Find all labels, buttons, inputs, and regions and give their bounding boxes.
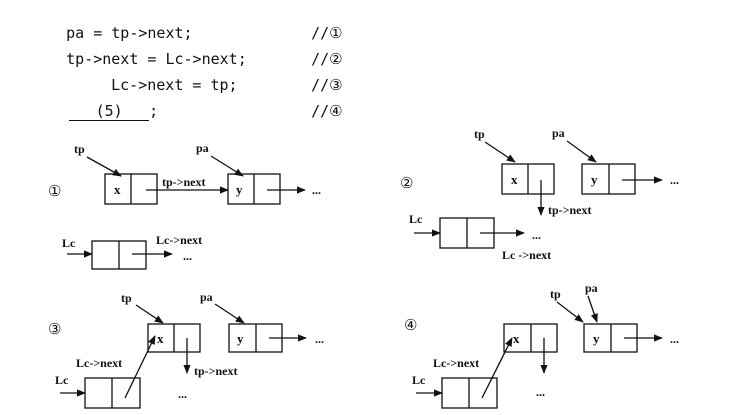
ellipsis: ... [183, 249, 192, 263]
node-y-value: y [591, 172, 598, 187]
diagram-step-1 [67, 155, 306, 270]
lc-next-arrow [124, 335, 156, 399]
code-text: tp->next = Lc->next; [66, 50, 247, 68]
step-number: ① [48, 184, 61, 200]
code-line-3: Lc->next = tp; [75, 58, 238, 112]
node-x-value: x [114, 182, 121, 197]
ellipsis: ... [312, 183, 321, 197]
step-number: ③ [48, 322, 61, 338]
pa-label: pa [585, 281, 598, 295]
step-number: ④ [404, 318, 417, 334]
tp-label: tp [550, 287, 561, 301]
diagram-step-2 [414, 140, 663, 249]
pa-label: pa [196, 141, 209, 155]
pa-pointer-arrow [566, 140, 597, 163]
tp-pointer-arrow [135, 304, 164, 324]
pa-pointer-arrow [214, 303, 245, 324]
code-comment: //④ [311, 102, 343, 120]
tp-next-label: tp->next [548, 203, 592, 217]
step-number: ② [400, 176, 413, 192]
lc-label: Lc [412, 373, 426, 387]
code-comment: //① [311, 24, 343, 42]
pa-pointer-arrow [210, 155, 244, 177]
code-comment: //② [311, 50, 343, 68]
tp-pointer-arrow [556, 301, 584, 323]
pa-label: pa [552, 126, 565, 140]
code-comment-3: //③ [275, 58, 343, 112]
tp-pointer-arrow [484, 141, 516, 163]
node-y-value: y [236, 182, 243, 197]
tp-next-label: tp->next [194, 364, 238, 378]
pa-label: pa [200, 290, 213, 304]
lc-label: Lc [409, 212, 423, 226]
node-x-value: x [157, 331, 164, 346]
node-y-value: y [237, 331, 244, 346]
node-x-value: x [513, 331, 520, 346]
lc-label: Lc [62, 236, 76, 250]
fill-in-blank: (5) [69, 102, 150, 121]
ellipsis: ... [670, 173, 679, 187]
lc-next-label: Lc->next [156, 233, 202, 247]
tp-next-label: tp->next [162, 175, 206, 189]
code-comment: //③ [311, 76, 343, 94]
lc-next-label: Lc->next [76, 356, 122, 370]
tp-pointer-arrow [86, 156, 122, 177]
diagram-step-3 [60, 303, 307, 409]
code-line-1: pa = tp->next; [30, 6, 193, 60]
code-suffix: ; [149, 102, 159, 120]
code-comment-4: //④ [275, 84, 343, 138]
code-comment-2: //② [275, 32, 343, 86]
tp-label: tp [474, 127, 485, 141]
code-text: pa = tp->next; [66, 24, 193, 42]
tp-label: tp [74, 142, 85, 156]
code-comment-1: //① [275, 6, 343, 60]
ellipsis: ... [532, 228, 541, 242]
ellipsis: ... [536, 385, 545, 399]
node-y-value: y [593, 331, 600, 346]
lc-next-label: Lc->next [433, 356, 479, 370]
lc-next-label: Lc ->next [502, 248, 551, 262]
code-line-2: tp->next = Lc->next; [30, 32, 247, 86]
code-text: Lc->next = tp; [111, 76, 238, 94]
ellipsis: ... [670, 332, 679, 346]
node-x-value: x [511, 172, 518, 187]
lc-label: Lc [55, 373, 69, 387]
lc-next-arrow [481, 337, 513, 399]
pa-pointer-arrow [587, 295, 598, 323]
ellipsis: ... [315, 332, 324, 346]
tp-label: tp [121, 291, 132, 305]
diagram-step-4 [416, 295, 663, 409]
code-line-4: (5); [33, 84, 158, 139]
ellipsis: ... [178, 387, 187, 401]
